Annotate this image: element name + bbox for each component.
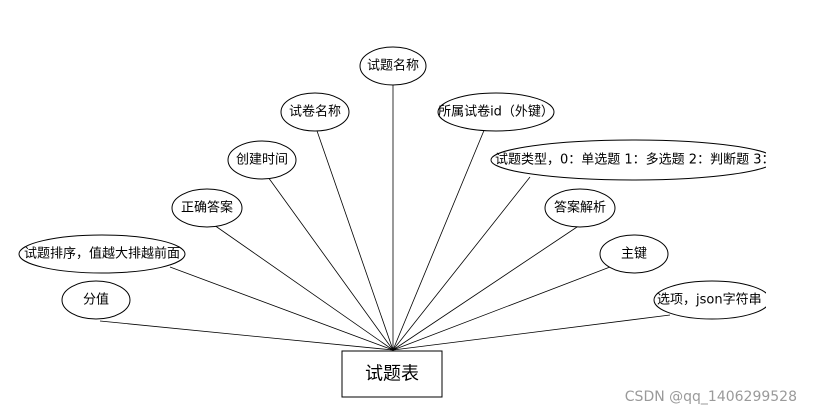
attr-question-type: 试题类型，0：单选题 1：多选题 2：判断题 3： (495, 152, 774, 168)
attr-score-ellipse (61, 280, 131, 320)
attr-answer-analysis: 答案解析 (554, 200, 606, 216)
attr-correct-answer-ellipse (171, 188, 243, 228)
line-primary-key (392, 266, 611, 351)
attr-sort-order-ellipse (18, 234, 186, 274)
line-paper-id (392, 127, 486, 351)
attr-paper-name: 试卷名称 (289, 104, 341, 120)
attr-question-type-ellipse (490, 139, 766, 181)
line-question-type (392, 176, 531, 351)
attr-correct-answer: 正确答案 (181, 200, 233, 216)
watermark: CSDN @qq_1406299528 (625, 389, 797, 405)
line-create-time (267, 176, 394, 351)
attr-question-name: 试题名称 (367, 58, 419, 74)
attr-options: 选项，json字符串 (657, 292, 762, 308)
attr-primary-key: 主键 (621, 247, 647, 262)
attr-paper-id-ellipse (437, 92, 555, 132)
attr-primary-key-ellipse (599, 234, 669, 274)
attr-paper-name-ellipse (280, 92, 350, 132)
attr-paper-id: 所属试卷id（外键） (438, 104, 554, 120)
line-options (392, 314, 671, 351)
line-score (99, 320, 394, 351)
attr-sort-order: 试题排序，值越大排越前面 (24, 246, 180, 262)
line-correct-answer (213, 224, 394, 351)
entity-box (341, 350, 443, 398)
line-sort-order (169, 266, 394, 351)
connector-lines (99, 82, 671, 351)
attr-score: 分值 (83, 292, 109, 308)
attr-create-time: 创建时间 (236, 153, 288, 168)
attr-question-name-ellipse (359, 46, 427, 86)
attr-answer-analysis-ellipse (544, 188, 616, 228)
attr-options-ellipse (653, 280, 766, 320)
line-answer-analysis (392, 224, 581, 351)
entity-label: 试题表 (365, 364, 419, 385)
line-paper-name (315, 127, 394, 351)
attr-create-time-ellipse (227, 140, 297, 180)
